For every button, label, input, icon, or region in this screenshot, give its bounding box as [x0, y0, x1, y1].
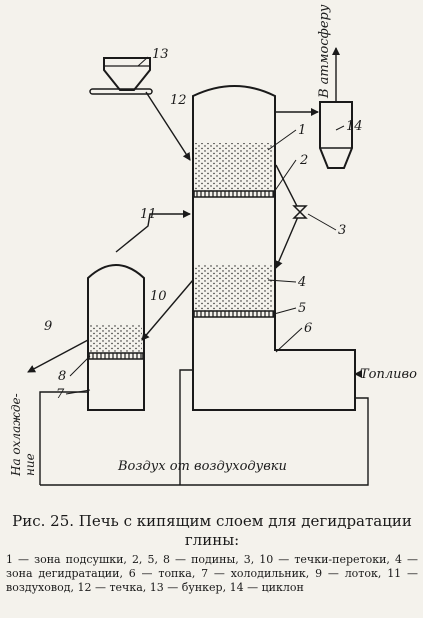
label-5: 5: [298, 301, 306, 316]
bunker-body: [103, 57, 151, 91]
cooler-body: [87, 264, 145, 411]
hearth-5: [193, 310, 275, 318]
valve-3: [292, 205, 308, 219]
cooler-bed: [90, 325, 142, 353]
label-14: 14: [346, 119, 363, 134]
label-2: 2: [299, 153, 308, 168]
cyclone-body: [319, 101, 353, 169]
chute-12: [145, 91, 191, 161]
cooling-label-line2: ние: [23, 453, 37, 476]
label-8: 8: [58, 369, 66, 384]
air-supply-cooler: [39, 391, 88, 485]
air-supply-label: Воздух от воздуходувки: [117, 459, 287, 474]
discharge-chute-9: [27, 339, 89, 373]
label-6: 6: [304, 321, 312, 336]
hearth-8: [88, 352, 144, 360]
fuel-label: Топливо: [360, 367, 417, 382]
furnace-diagram: 1 2 3 4 5 6 7 8 9 10 11 12 13 14 В атмос…: [9, 4, 417, 486]
label-1: 1: [298, 123, 306, 138]
label-13: 13: [152, 47, 169, 62]
cooling-label-line1: На охлажде-: [9, 393, 23, 477]
label-12: 12: [170, 93, 187, 108]
air-supply-furnace: [179, 369, 193, 485]
overflow-10: [141, 279, 194, 341]
label-10: 10: [150, 289, 167, 304]
label-9: 9: [44, 319, 52, 334]
main-furnace-body: [192, 85, 356, 411]
drying-zone-bed: [195, 143, 273, 191]
label-11: 11: [140, 207, 157, 222]
label-3: 3: [338, 223, 346, 238]
label-7: 7: [56, 387, 65, 402]
feeder-conveyor: [89, 88, 153, 95]
label-4: 4: [297, 275, 306, 290]
atmosphere-label: В атмосферу: [317, 4, 332, 99]
figure-caption-legend: 1 — зона подсушки, 2, 5, 8 — подины, 3, …: [6, 553, 418, 594]
hearth-2: [193, 190, 275, 198]
figure-caption-title: Рис. 25. Печь с кипящим слоем для дегидр…: [12, 512, 412, 549]
air-duct-11: [115, 210, 191, 253]
air-supply-main: [40, 397, 369, 486]
dehydration-zone-bed: [195, 265, 273, 311]
